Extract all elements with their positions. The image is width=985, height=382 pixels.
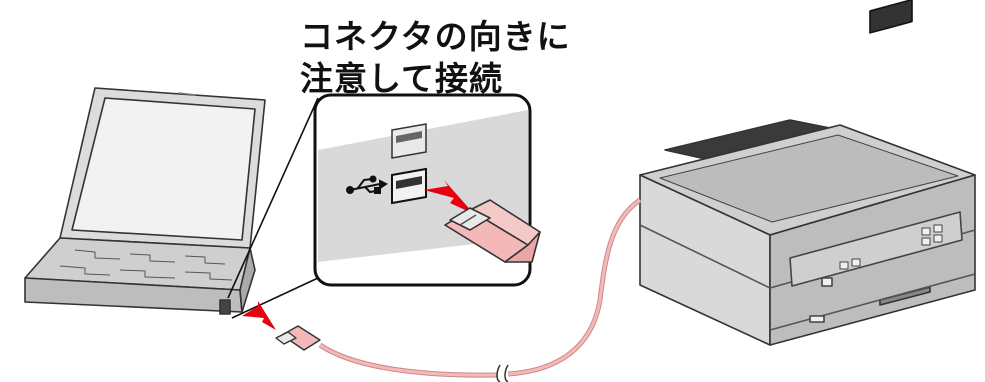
printer-icon	[639, 0, 976, 346]
callout-leader-lines	[227, 97, 319, 319]
connector-callout	[313, 93, 541, 287]
red-arrow-icon	[424, 180, 474, 214]
usb-plug	[444, 199, 541, 263]
usb-port-upper	[391, 123, 427, 159]
usb-port-target	[391, 167, 427, 205]
instruction-line-2: 注意して接続	[300, 59, 504, 98]
usb-icon	[346, 175, 388, 194]
red-arrow-icon	[242, 301, 276, 330]
laptop-icon	[24, 87, 266, 315]
usb-cable	[318, 197, 642, 382]
usb-plug-small	[275, 325, 321, 351]
instruction-line-1: コネクタの向きに	[300, 17, 571, 56]
